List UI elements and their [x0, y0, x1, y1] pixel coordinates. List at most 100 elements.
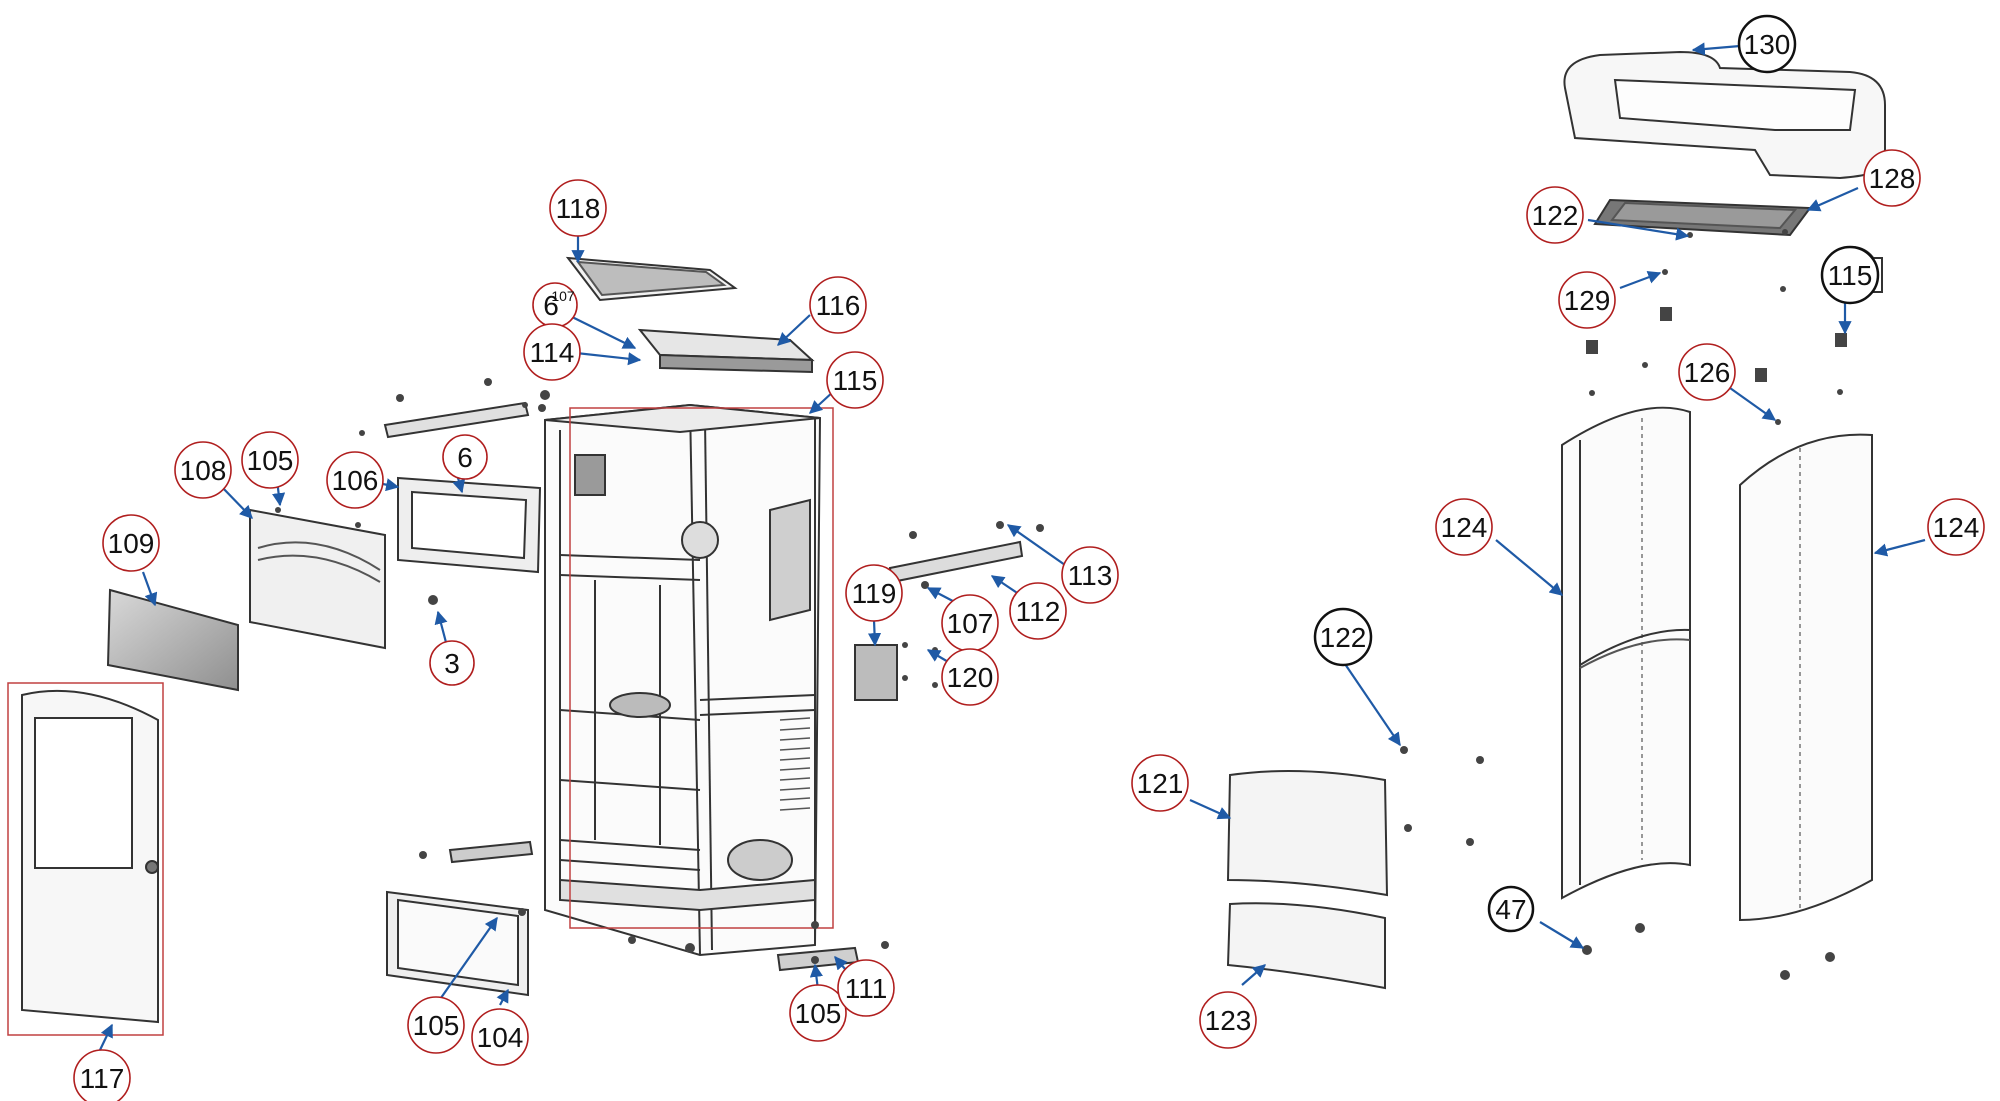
callout-text: 130 — [1744, 29, 1791, 60]
callout-c107a: 107 — [551, 288, 575, 304]
callout-circle — [845, 564, 903, 622]
callout-c128: 128 — [1863, 149, 1921, 207]
callout-circle — [1199, 991, 1257, 1049]
callout-text: 107 — [947, 608, 994, 639]
callout-text: 47 — [1495, 894, 1526, 925]
part-side-rail — [888, 540, 1024, 584]
part-front-door — [7, 682, 164, 1036]
callout-text: 104 — [477, 1022, 524, 1053]
callout-circle — [1061, 546, 1119, 604]
callout-text: 105 — [795, 998, 842, 1029]
callout-circle — [837, 959, 895, 1017]
callout-circle — [174, 441, 232, 499]
callout-c105c: 105 — [789, 984, 847, 1042]
part-upper-front-panel — [249, 508, 386, 650]
part-side-panel-left — [1561, 406, 1691, 900]
callout-c122b: 122 — [1313, 607, 1373, 667]
callout-circle — [442, 434, 488, 480]
callout-text: 124 — [1933, 512, 1980, 543]
callout-c115: 115 — [826, 351, 884, 409]
callout-c124a: 124 — [1435, 498, 1493, 556]
callout-c105a: 105 — [241, 431, 299, 489]
callout-text: 108 — [180, 455, 227, 486]
callout-text: 116 — [816, 290, 861, 321]
callout-circle — [429, 640, 475, 686]
callout-text: 122 — [1320, 622, 1367, 653]
callout-text: 109 — [108, 528, 155, 559]
callout-c108: 108 — [174, 441, 232, 499]
callout-text: 122 — [1532, 200, 1579, 231]
callout-c111: 111 — [837, 959, 895, 1017]
callout-circle — [789, 984, 847, 1042]
callout-circle — [1009, 582, 1067, 640]
callout-circle — [241, 431, 299, 489]
part-lower-panel — [386, 890, 529, 997]
callout-c3: 3 — [429, 640, 475, 686]
callout-circle — [941, 648, 999, 706]
callout-circle — [1526, 186, 1584, 244]
callout-text: 124 — [1441, 512, 1488, 543]
callout-circle — [1435, 498, 1493, 556]
callout-c115b: 115 — [1820, 245, 1880, 305]
callout-circle — [523, 323, 581, 381]
callout-circle — [826, 351, 884, 409]
body-highlight-frame — [569, 407, 834, 929]
callout-text: 106 — [332, 465, 379, 496]
callout-circle — [407, 996, 465, 1054]
callout-circle — [1558, 271, 1616, 329]
callout-circle — [1927, 498, 1985, 556]
callout-text: 123 — [1205, 1005, 1252, 1036]
part-front-panel-upper — [1226, 770, 1389, 897]
callout-text: 112 — [1016, 596, 1061, 627]
part-top-plate — [565, 256, 738, 302]
part-hatch-cover — [854, 644, 898, 701]
callout-c112: 112 — [1009, 582, 1067, 640]
callout-circle — [73, 1049, 131, 1101]
callout-c107b: 107 — [941, 594, 999, 652]
callout-c126: 126 — [1678, 343, 1736, 401]
callout-c113: 113 — [1061, 546, 1119, 604]
callout-circle — [471, 1008, 529, 1066]
part-ash-drawer — [397, 476, 542, 574]
part-side-panel-right — [1739, 433, 1873, 922]
callout-text: 121 — [1137, 768, 1184, 799]
callout-text: 111 — [845, 973, 888, 1004]
callout-text: 117 — [80, 1063, 125, 1094]
callout-circle — [102, 514, 160, 572]
callout-c122a: 122 — [1526, 186, 1584, 244]
callout-circle — [1737, 14, 1797, 74]
callout-c123: 123 — [1199, 991, 1257, 1049]
part-glass-panel — [106, 588, 239, 692]
callout-c118: 118 — [549, 179, 607, 237]
callout-text: 113 — [1068, 560, 1113, 591]
callout-text: 128 — [1869, 163, 1916, 194]
callout-c120: 120 — [941, 648, 999, 706]
callout-circle — [1131, 754, 1189, 812]
callout-c104: 104 — [471, 1008, 529, 1066]
callout-c129: 129 — [1558, 271, 1616, 329]
callout-text: 107 — [551, 288, 575, 304]
callout-text: 6 — [543, 290, 559, 321]
callout-text: 114 — [530, 337, 575, 368]
callout-text: 115 — [1828, 260, 1873, 291]
callout-c105b: 105 — [407, 996, 465, 1054]
callout-circle — [1820, 245, 1880, 305]
callout-c106: 106 — [326, 451, 384, 509]
callout-c114: 114 — [523, 323, 581, 381]
callout-circle — [326, 451, 384, 509]
left-assembly — [7, 256, 1044, 1036]
callout-text: 119 — [852, 578, 897, 609]
callout-c121: 121 — [1131, 754, 1189, 812]
callout-c124b: 124 — [1927, 498, 1985, 556]
callout-text: 115 — [833, 365, 878, 396]
callout-circle — [809, 276, 867, 334]
callout-text: 3 — [444, 648, 460, 679]
callout-c47: 47 — [1487, 885, 1535, 933]
callout-circle — [549, 179, 607, 237]
callout-circle — [1863, 149, 1921, 207]
part-top-rail — [383, 401, 530, 439]
callout-text: 6 — [457, 442, 473, 473]
callout-text: 129 — [1564, 285, 1611, 316]
